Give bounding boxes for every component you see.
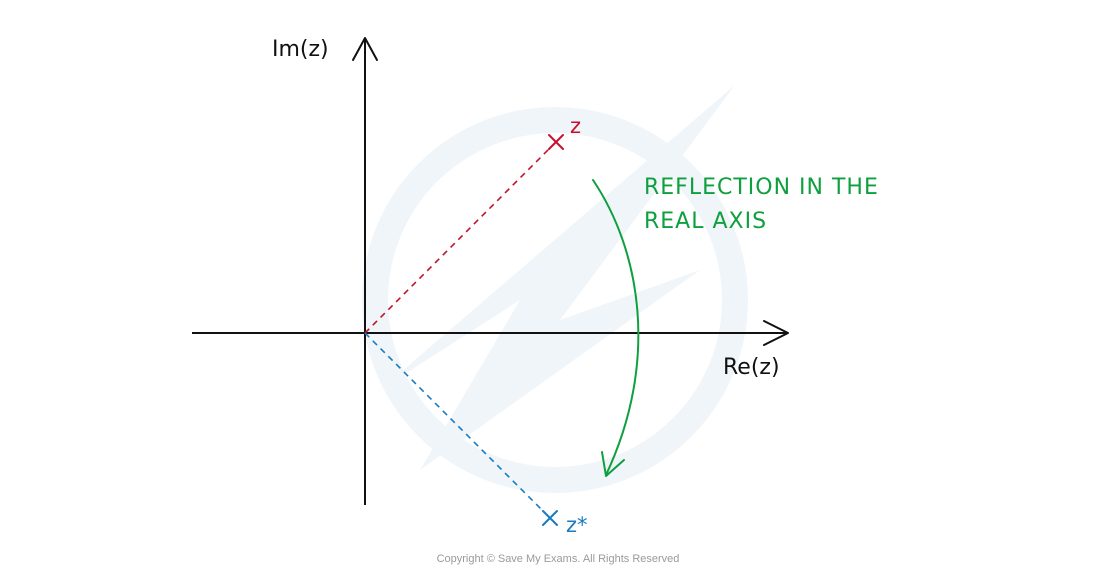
imaginary-axis-label: Im(z) [272,37,329,62]
reflection-annotation-line-2: REAL AXIS [644,209,767,234]
z-conjugate-point-label: z* [566,513,588,537]
z-conjugate-point-marker [542,510,558,526]
real-axis-label: Re(z) [723,355,780,380]
z-point-label: z [570,114,581,138]
imaginary-axis [352,37,378,505]
reflection-arrow [592,179,640,477]
z-dashed-line [364,141,557,334]
reflection-annotation-line-1: REFLECTION IN THE [644,175,879,200]
real-axis [192,320,789,346]
copyright-notice: Copyright © Save My Exams. All Rights Re… [437,553,680,565]
watermark-logo-icon [362,85,748,493]
z-point-marker [548,134,564,150]
